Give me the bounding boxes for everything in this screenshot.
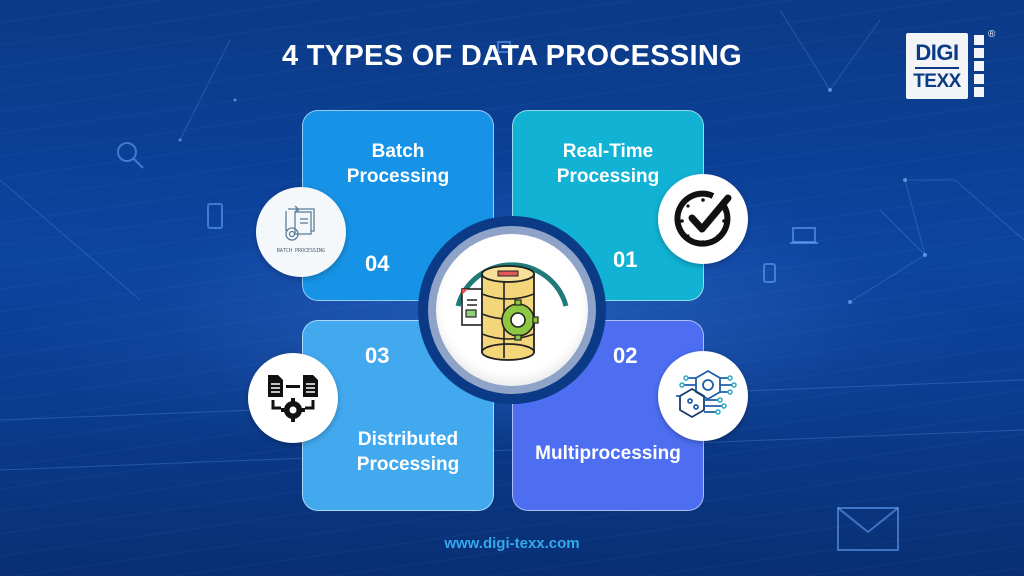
multiprocessor-chip-icon bbox=[658, 351, 748, 441]
card-label: Batch Processing bbox=[303, 139, 493, 189]
card-label: Real-Time Processing bbox=[513, 139, 703, 189]
card-label-line1: Multiprocessing bbox=[535, 443, 681, 464]
logo-box: DIGI TEXX bbox=[906, 33, 968, 99]
logo-line2: TEXX bbox=[913, 70, 961, 92]
card-label-line1: Distributed bbox=[357, 429, 459, 450]
batch-icon-caption: BATCH PROCESSING bbox=[277, 248, 325, 254]
digi-texx-logo: DIGI TEXX ® bbox=[906, 29, 996, 99]
card-label-line2: Processing bbox=[346, 166, 450, 187]
card-label-line2: Processing bbox=[556, 166, 660, 187]
card-label: Multiprocessing bbox=[513, 441, 703, 466]
card-number: 03 bbox=[365, 343, 390, 368]
card-label-line2: Processing bbox=[356, 454, 460, 475]
card-label: Distributed Processing bbox=[323, 427, 493, 477]
clock-check-icon bbox=[658, 174, 748, 264]
card-number: 02 bbox=[613, 343, 638, 368]
card-number: 01 bbox=[613, 247, 638, 272]
batch-processing-icon: BATCH PROCESSING bbox=[256, 187, 346, 277]
card-number: 04 bbox=[365, 251, 390, 276]
page-title: 4 TYPES OF DATA PROCESSING bbox=[281, 40, 743, 72]
logo-film-strip bbox=[974, 35, 984, 97]
website-url[interactable]: www.digi-texx.com bbox=[444, 535, 580, 552]
distributed-documents-gear-icon bbox=[248, 353, 338, 443]
registered-mark: ® bbox=[988, 29, 996, 40]
card-label-line1: Real-Time bbox=[562, 141, 654, 162]
database-gear-icon bbox=[455, 262, 569, 361]
logo-line1: DIGI bbox=[915, 41, 959, 69]
card-label-line1: Batch bbox=[371, 141, 425, 162]
